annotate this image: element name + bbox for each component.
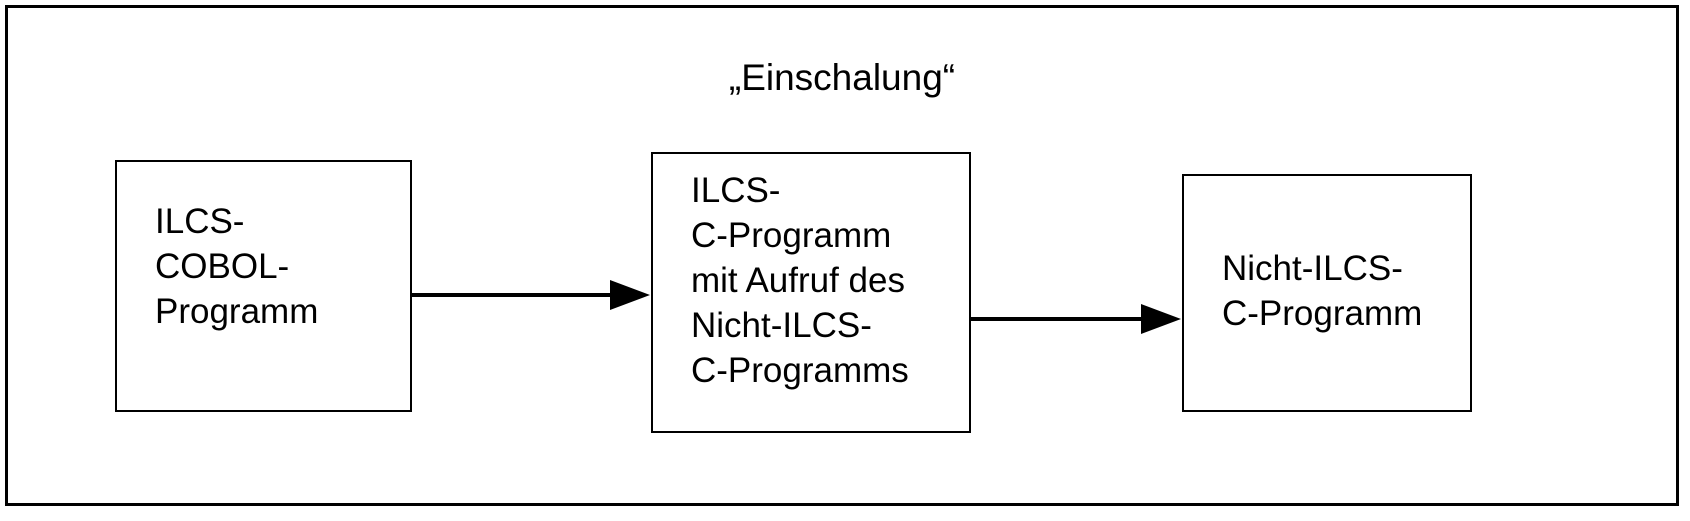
arrow-head-icon <box>610 280 650 310</box>
node-label-line: ILCS- <box>155 202 245 241</box>
node-nicht-ilcs-c-programm: Nicht-ILCS- C-Programm <box>1182 174 1472 412</box>
node-label-line: C-Programm <box>1222 294 1423 333</box>
node-label-line: ILCS- <box>691 171 781 210</box>
arrow-shaft <box>410 293 615 297</box>
arrow-middle-to-right <box>971 299 1183 339</box>
node-label-line: Nicht-ILCS- <box>1222 249 1403 288</box>
node-label-line: C-Programm <box>691 216 892 255</box>
arrow-head-icon <box>1141 304 1181 334</box>
node-label-line: Nicht-ILCS- <box>691 306 872 345</box>
node-ilcs-cobol-programm: ILCS- COBOL- Programm <box>115 160 412 412</box>
node-label: ILCS- COBOL- Programm <box>155 199 318 334</box>
figure-outer-frame: „Einschalung“ ILCS- COBOL- Programm ILCS… <box>5 5 1679 506</box>
node-label-line: mit Aufruf des <box>691 261 905 300</box>
node-label: ILCS- C-Programm mit Aufruf des Nicht-IL… <box>691 168 909 393</box>
arrow-shaft <box>971 317 1146 321</box>
node-label-line: Programm <box>155 292 319 331</box>
node-label: Nicht-ILCS- C-Programm <box>1222 246 1422 336</box>
figure-title: „Einschalung“ <box>728 57 956 98</box>
node-label-line: C-Programms <box>691 351 909 390</box>
arrow-left-to-middle <box>410 275 652 315</box>
node-ilcs-c-programm-mit-aufruf: ILCS- C-Programm mit Aufruf des Nicht-IL… <box>651 152 971 433</box>
node-label-line: COBOL- <box>155 247 290 286</box>
